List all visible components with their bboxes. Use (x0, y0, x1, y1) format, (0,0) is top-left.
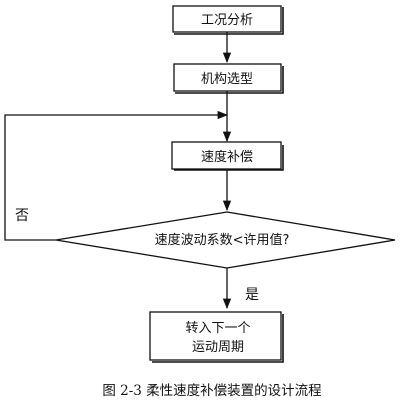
yes-label: 是 (245, 287, 259, 303)
process-box-selection: 机构选型 (173, 63, 284, 94)
no-label: 否 (15, 208, 29, 224)
process-box-analysis: 工况分析 (172, 5, 284, 35)
decision-label: 速度波动系数<许用值? (155, 232, 290, 248)
compensation-label: 速度补偿 (201, 149, 253, 165)
analysis-label: 工况分析 (201, 13, 253, 28)
decision-diamond: 速度波动系数<许用值? (55, 211, 396, 269)
arrow-no-loop-back (4, 110, 229, 241)
selection-label: 机构选型 (201, 72, 253, 87)
next-cycle-label-line2: 运动周期 (192, 340, 244, 355)
process-box-next-cycle: 转入下一个 运动周期 (149, 311, 284, 363)
next-cycle-label-line1: 转入下一个 (185, 321, 250, 336)
process-box-compensation: 速度补偿 (171, 141, 284, 171)
figure-caption: 图 2-3 柔性速度补偿装置的设计流程 (102, 383, 321, 399)
